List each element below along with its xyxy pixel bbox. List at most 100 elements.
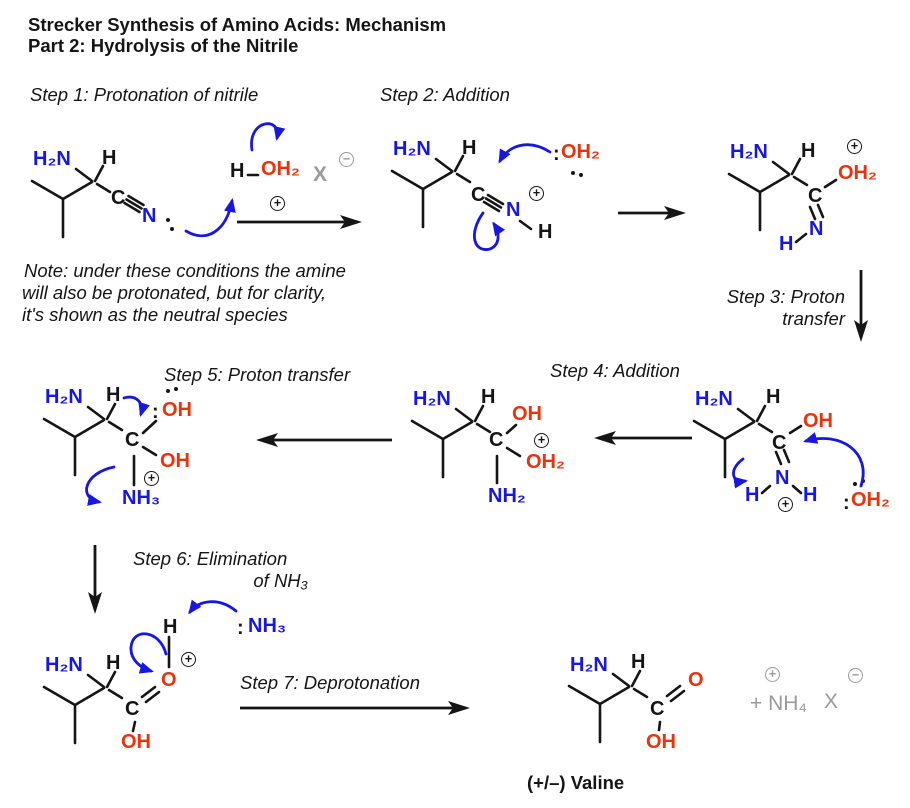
mol-c-nh-h-label: H bbox=[779, 233, 794, 255]
mol-b-nitrogen-label: N bbox=[506, 199, 521, 221]
mol-h-carbon-label: C bbox=[650, 698, 665, 720]
mol-e-nh2-label: NH₂ bbox=[488, 485, 526, 507]
mol-f-carbon-label: C bbox=[125, 429, 140, 451]
mol-c-nitrogen-label: N bbox=[809, 218, 824, 240]
arrow-oh-bond-loop-step7 bbox=[129, 632, 168, 674]
page-title-line1: Strecker Synthesis of Amino Acids: Mecha… bbox=[28, 14, 447, 35]
arrow-oh-to-bond-step5 bbox=[122, 395, 150, 417]
mol-b-nh-h-label: H bbox=[538, 221, 553, 243]
mol-f-oh-lone-pair: : bbox=[152, 401, 159, 423]
mol-a-carbon-label: C bbox=[111, 187, 126, 209]
step6-label-line2: of NH₃ bbox=[253, 570, 308, 591]
step6-label-line1: Step 6: Elimination bbox=[133, 548, 288, 569]
molecule-f-bonds bbox=[42, 387, 178, 487]
ammonium-plus-charge: + bbox=[765, 667, 780, 682]
mol-f-plus-charge: + bbox=[144, 471, 159, 486]
mol-g-oh-proton-label: H bbox=[163, 616, 178, 638]
mol-f-nh3-label: NH₃ bbox=[122, 487, 161, 509]
hydronium-oh2-label: OH₂ bbox=[261, 158, 300, 180]
arrow-nitrile-to-proton bbox=[184, 198, 236, 238]
note-line3: it's shown as the neutral species bbox=[22, 304, 288, 325]
mol-b-carbon-label: C bbox=[471, 184, 486, 206]
step5-label: Step 5: Proton transfer bbox=[164, 364, 351, 385]
mol-b-amine-label: H₂N bbox=[393, 138, 431, 160]
mol-g-carbon-label: C bbox=[125, 698, 140, 720]
arrow-pi-to-nitrogen-step2 bbox=[473, 211, 506, 251]
water-step2-lone-pair: : bbox=[553, 143, 560, 165]
mol-d-nitrogen-label: N bbox=[775, 467, 790, 489]
water-step4-label: OH₂ bbox=[851, 489, 890, 511]
arrow-water-to-carbon-step4 bbox=[803, 432, 865, 488]
mol-f-amine-label: H₂N bbox=[45, 386, 83, 408]
mol-e-plus-charge: + bbox=[534, 433, 549, 448]
arrow-water-to-carbon-step2 bbox=[498, 143, 552, 164]
mol-a-amine-label: H₂N bbox=[33, 148, 71, 170]
mol-e-h-label: H bbox=[481, 386, 496, 408]
mol-d-nh-h-right-label: H bbox=[803, 484, 818, 506]
arrow-oh-bond-loop-step1 bbox=[250, 122, 286, 152]
hydronium-plus-charge: + bbox=[270, 196, 285, 211]
arrow-ammonia-to-proton-step6 bbox=[188, 599, 238, 615]
mol-g-oh-label: OH bbox=[121, 731, 151, 753]
mol-d-carbon-label: C bbox=[772, 432, 787, 454]
mol-e-amine-label: H₂N bbox=[413, 388, 451, 410]
mol-f-oh-bottom-label: OH bbox=[160, 450, 190, 472]
mol-g-h-label: H bbox=[106, 652, 121, 674]
step3-label-line2: transfer bbox=[782, 308, 845, 329]
mol-f-oh-top-label: OH bbox=[162, 399, 192, 421]
ammonium-counterion-x-label: X bbox=[824, 690, 839, 713]
molecule-e-bonds bbox=[410, 404, 522, 485]
water-step4-lone-pair: : bbox=[843, 492, 850, 514]
molecule-a-bonds bbox=[30, 164, 174, 239]
step3-label-line1: Step 3: Proton bbox=[726, 286, 845, 307]
step1-label: Step 1: Protonation of nitrile bbox=[30, 84, 259, 105]
molecule-b-bonds bbox=[390, 154, 583, 231]
note-line2: will also be protonated, but for clarity… bbox=[22, 282, 327, 303]
mol-d-amine-label: H₂N bbox=[695, 388, 733, 410]
mol-c-oh2-label: OH₂ bbox=[838, 162, 877, 184]
mol-h-amine-label: H₂N bbox=[570, 654, 608, 676]
mol-e-oh2-label: OH₂ bbox=[526, 451, 565, 473]
molecule-h-bonds bbox=[567, 669, 686, 744]
mol-c-amine-label: H₂N bbox=[730, 141, 768, 163]
mol-f-h-label: H bbox=[106, 384, 121, 406]
mol-h-oxygen-label: O bbox=[688, 669, 704, 691]
ammonium-minus-charge: − bbox=[848, 668, 863, 683]
mol-h-h-label: H bbox=[631, 651, 646, 673]
mol-e-carbon-label: C bbox=[489, 429, 504, 451]
mol-c-carbon-label: C bbox=[808, 185, 823, 207]
arrow-cn-to-ammonia-step5 bbox=[85, 465, 116, 506]
ammonium-formula-label: + NH₄ bbox=[750, 692, 808, 715]
mol-b-plus-charge: + bbox=[529, 186, 544, 201]
mol-d-h-label: H bbox=[766, 386, 781, 408]
reaction-arrows bbox=[88, 206, 868, 715]
step7-label: Step 7: Deprotonation bbox=[240, 672, 420, 693]
note-line1: Note: under these conditions the amine bbox=[24, 260, 346, 281]
mol-d-plus-charge: + bbox=[778, 497, 793, 512]
mol-h-oh-label: OH bbox=[646, 731, 676, 753]
water-step2-label: OH₂ bbox=[561, 141, 600, 163]
ammonia-lone-pair: : bbox=[237, 617, 244, 639]
page-title-line2: Part 2: Hydrolysis of the Nitrile bbox=[28, 35, 299, 56]
ammonia-label: NH₃ bbox=[248, 615, 287, 637]
mol-d-nh-h-left-label: H bbox=[745, 484, 760, 506]
step2-label: Step 2: Addition bbox=[380, 84, 510, 105]
mol-a-nitrogen-label: N bbox=[142, 205, 157, 227]
molecule-g-bonds bbox=[42, 635, 171, 745]
arrow-pi-to-nitrogen-step4 bbox=[732, 457, 748, 489]
mol-a-h-label: H bbox=[102, 147, 117, 169]
mol-g-oxygen-label: O bbox=[161, 669, 177, 691]
product-name-label: (+/–) Valine bbox=[527, 772, 625, 793]
molecule-d-bonds bbox=[692, 404, 865, 495]
molecule-c-bonds bbox=[727, 157, 838, 244]
counterion-minus-charge: − bbox=[339, 152, 354, 167]
counterion-x-label: X bbox=[313, 163, 328, 186]
hydronium-h-label: H bbox=[230, 160, 245, 182]
mol-g-amine-label: H₂N bbox=[45, 654, 83, 676]
curved-electron-arrows bbox=[85, 122, 865, 674]
mol-b-h-label: H bbox=[462, 137, 477, 159]
mol-e-oh-label: OH bbox=[512, 403, 542, 425]
mol-d-oh-label: OH bbox=[803, 410, 833, 432]
